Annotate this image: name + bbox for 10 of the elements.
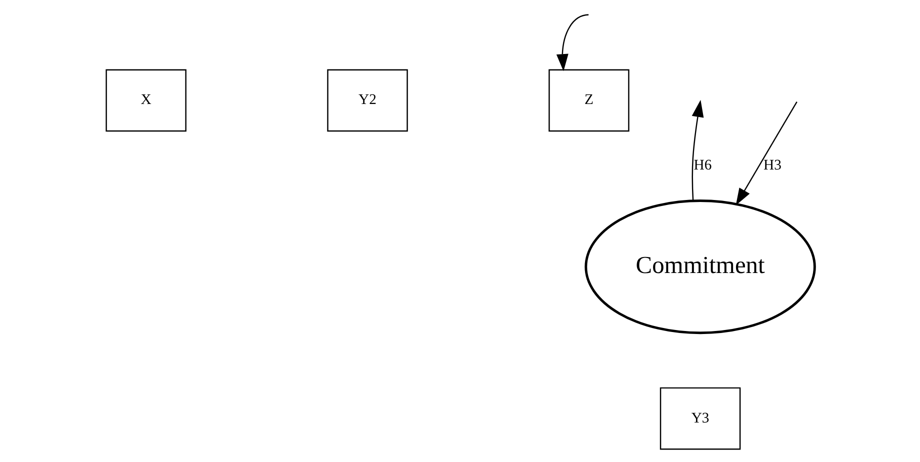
- node-box: Y3: [659, 386, 740, 450]
- arrow: [556, 14, 588, 71]
- arrow: [691, 99, 704, 200]
- node-ellipse: Commitment: [584, 199, 816, 334]
- edge-label: H3: [763, 157, 781, 174]
- node-box: X: [105, 68, 186, 132]
- node-box: Z: [548, 68, 629, 132]
- node-box: Y2: [326, 68, 408, 132]
- arrow: [735, 100, 797, 205]
- edge-label: H6: [693, 157, 712, 174]
